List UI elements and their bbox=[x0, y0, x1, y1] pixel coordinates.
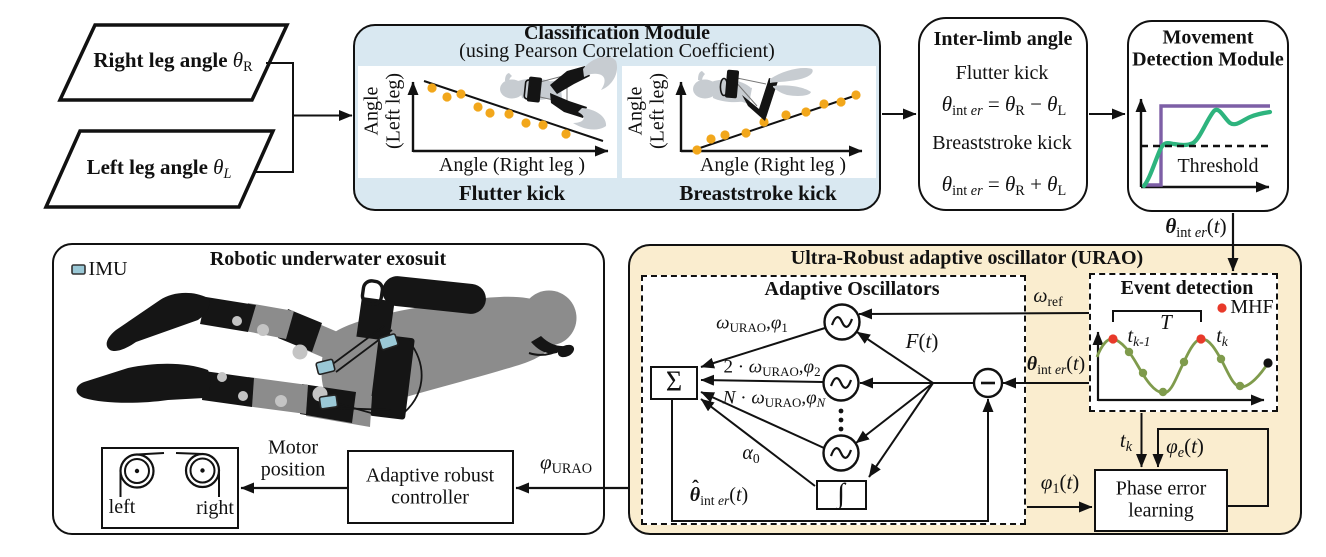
interlimb-title: Inter-limb angle bbox=[933, 27, 1073, 50]
tk-arrow-label: tk bbox=[1119, 428, 1133, 455]
motor-position-line1: Motor bbox=[267, 436, 318, 459]
motor-position-label: Motor position bbox=[261, 437, 325, 482]
adaptive-oscillators-title: Adaptive Oscillators bbox=[764, 277, 940, 300]
mhf-legend-label: MHF bbox=[1230, 295, 1274, 318]
phase-error-line2: learning bbox=[1128, 500, 1194, 522]
motor-right-label: right bbox=[196, 496, 234, 519]
phase-error-label: Phase error learning bbox=[1116, 478, 1207, 523]
motor-left-label: left bbox=[108, 495, 136, 518]
movement-title-line1: Movement bbox=[1162, 26, 1254, 49]
breaststroke-ylabel-line1: Angle bbox=[624, 86, 647, 136]
omega-ref-label: ωref bbox=[1033, 284, 1063, 309]
omega-2-label: 2 · ωURAO,φ2 bbox=[723, 356, 821, 380]
interlimb-eq-breaststroke: θint er = θR + θL bbox=[941, 172, 1067, 199]
controller-line1: Adaptive robust bbox=[365, 464, 495, 487]
breaststroke-ylabel-line2: (Left leg) bbox=[647, 72, 669, 150]
alpha-0-label: α0 bbox=[742, 441, 760, 466]
integrator-symbol: ∫ bbox=[837, 478, 845, 510]
phi-e-label: φe(t) bbox=[1166, 434, 1204, 461]
motor-position-line2: position bbox=[260, 459, 326, 481]
phi-urao-label: φURAO bbox=[539, 450, 593, 477]
movement-title: Movement Detection Module bbox=[1132, 27, 1284, 72]
period-t-label: T bbox=[1160, 310, 1172, 335]
omega-1-label: ωURAO,φ1 bbox=[716, 312, 788, 336]
tk-peak-label: tk bbox=[1216, 324, 1228, 349]
interlimb-breaststroke-label: Breaststroke kick bbox=[932, 131, 1072, 154]
classification-title: Classification Module bbox=[523, 21, 711, 44]
omega-n-label: N · ωURAO,φN bbox=[722, 387, 826, 411]
movement-title-line2: Detection Module bbox=[1132, 49, 1284, 71]
flutter-ylabel: Angle (Left leg) bbox=[361, 73, 406, 149]
theta-inter-in-label: θint er(t) bbox=[1026, 352, 1086, 377]
breaststroke-caption: Breaststroke kick bbox=[679, 181, 837, 206]
right-leg-angle-label: Right leg angle θR bbox=[93, 48, 253, 75]
exosuit-title: Robotic underwater exosuit bbox=[209, 247, 447, 270]
flutter-xlabel: Angle (Right leg ) bbox=[438, 153, 586, 176]
urao-title: Ultra-Robust adaptive oscillator (URAO) bbox=[790, 246, 1144, 269]
left-leg-angle-label: Left leg angle θL bbox=[86, 155, 232, 182]
sum-symbol: Σ bbox=[665, 366, 683, 398]
theta-inter-top-label: θint er(t) bbox=[1165, 214, 1227, 241]
adaptive-robust-controller-box bbox=[347, 450, 514, 524]
phi-1-label: φ1(t) bbox=[1040, 470, 1080, 497]
controller-label: Adaptive robust controller bbox=[366, 465, 494, 510]
flutter-ylabel-line2: (Left leg) bbox=[383, 72, 405, 150]
f-t-label: F(t) bbox=[905, 329, 939, 354]
flutter-ylabel-line1: Angle bbox=[360, 86, 383, 136]
input-join-line bbox=[254, 62, 294, 173]
controller-line2: controller bbox=[391, 487, 469, 509]
breaststroke-ylabel: Angle (Left leg) bbox=[625, 73, 670, 149]
classification-subtitle: (using Pearson Correlation Coefficient) bbox=[459, 39, 775, 62]
event-detection-title: Event detection bbox=[1120, 276, 1254, 299]
breaststroke-xlabel: Angle (Right leg ) bbox=[699, 153, 847, 176]
movement-threshold-label: Threshold bbox=[1177, 154, 1259, 177]
interlimb-angle-box bbox=[918, 17, 1088, 211]
sum-block bbox=[650, 366, 698, 400]
tk-minus1-label: tk-1 bbox=[1127, 324, 1151, 349]
interlimb-eq-flutter: θint er = θR − θL bbox=[941, 92, 1067, 119]
imu-legend-label: IMU bbox=[88, 257, 128, 280]
flutter-caption: Flutter kick bbox=[458, 181, 566, 206]
phase-error-line1: Phase error bbox=[1115, 477, 1207, 500]
interlimb-flutter-label: Flutter kick bbox=[955, 61, 1049, 84]
